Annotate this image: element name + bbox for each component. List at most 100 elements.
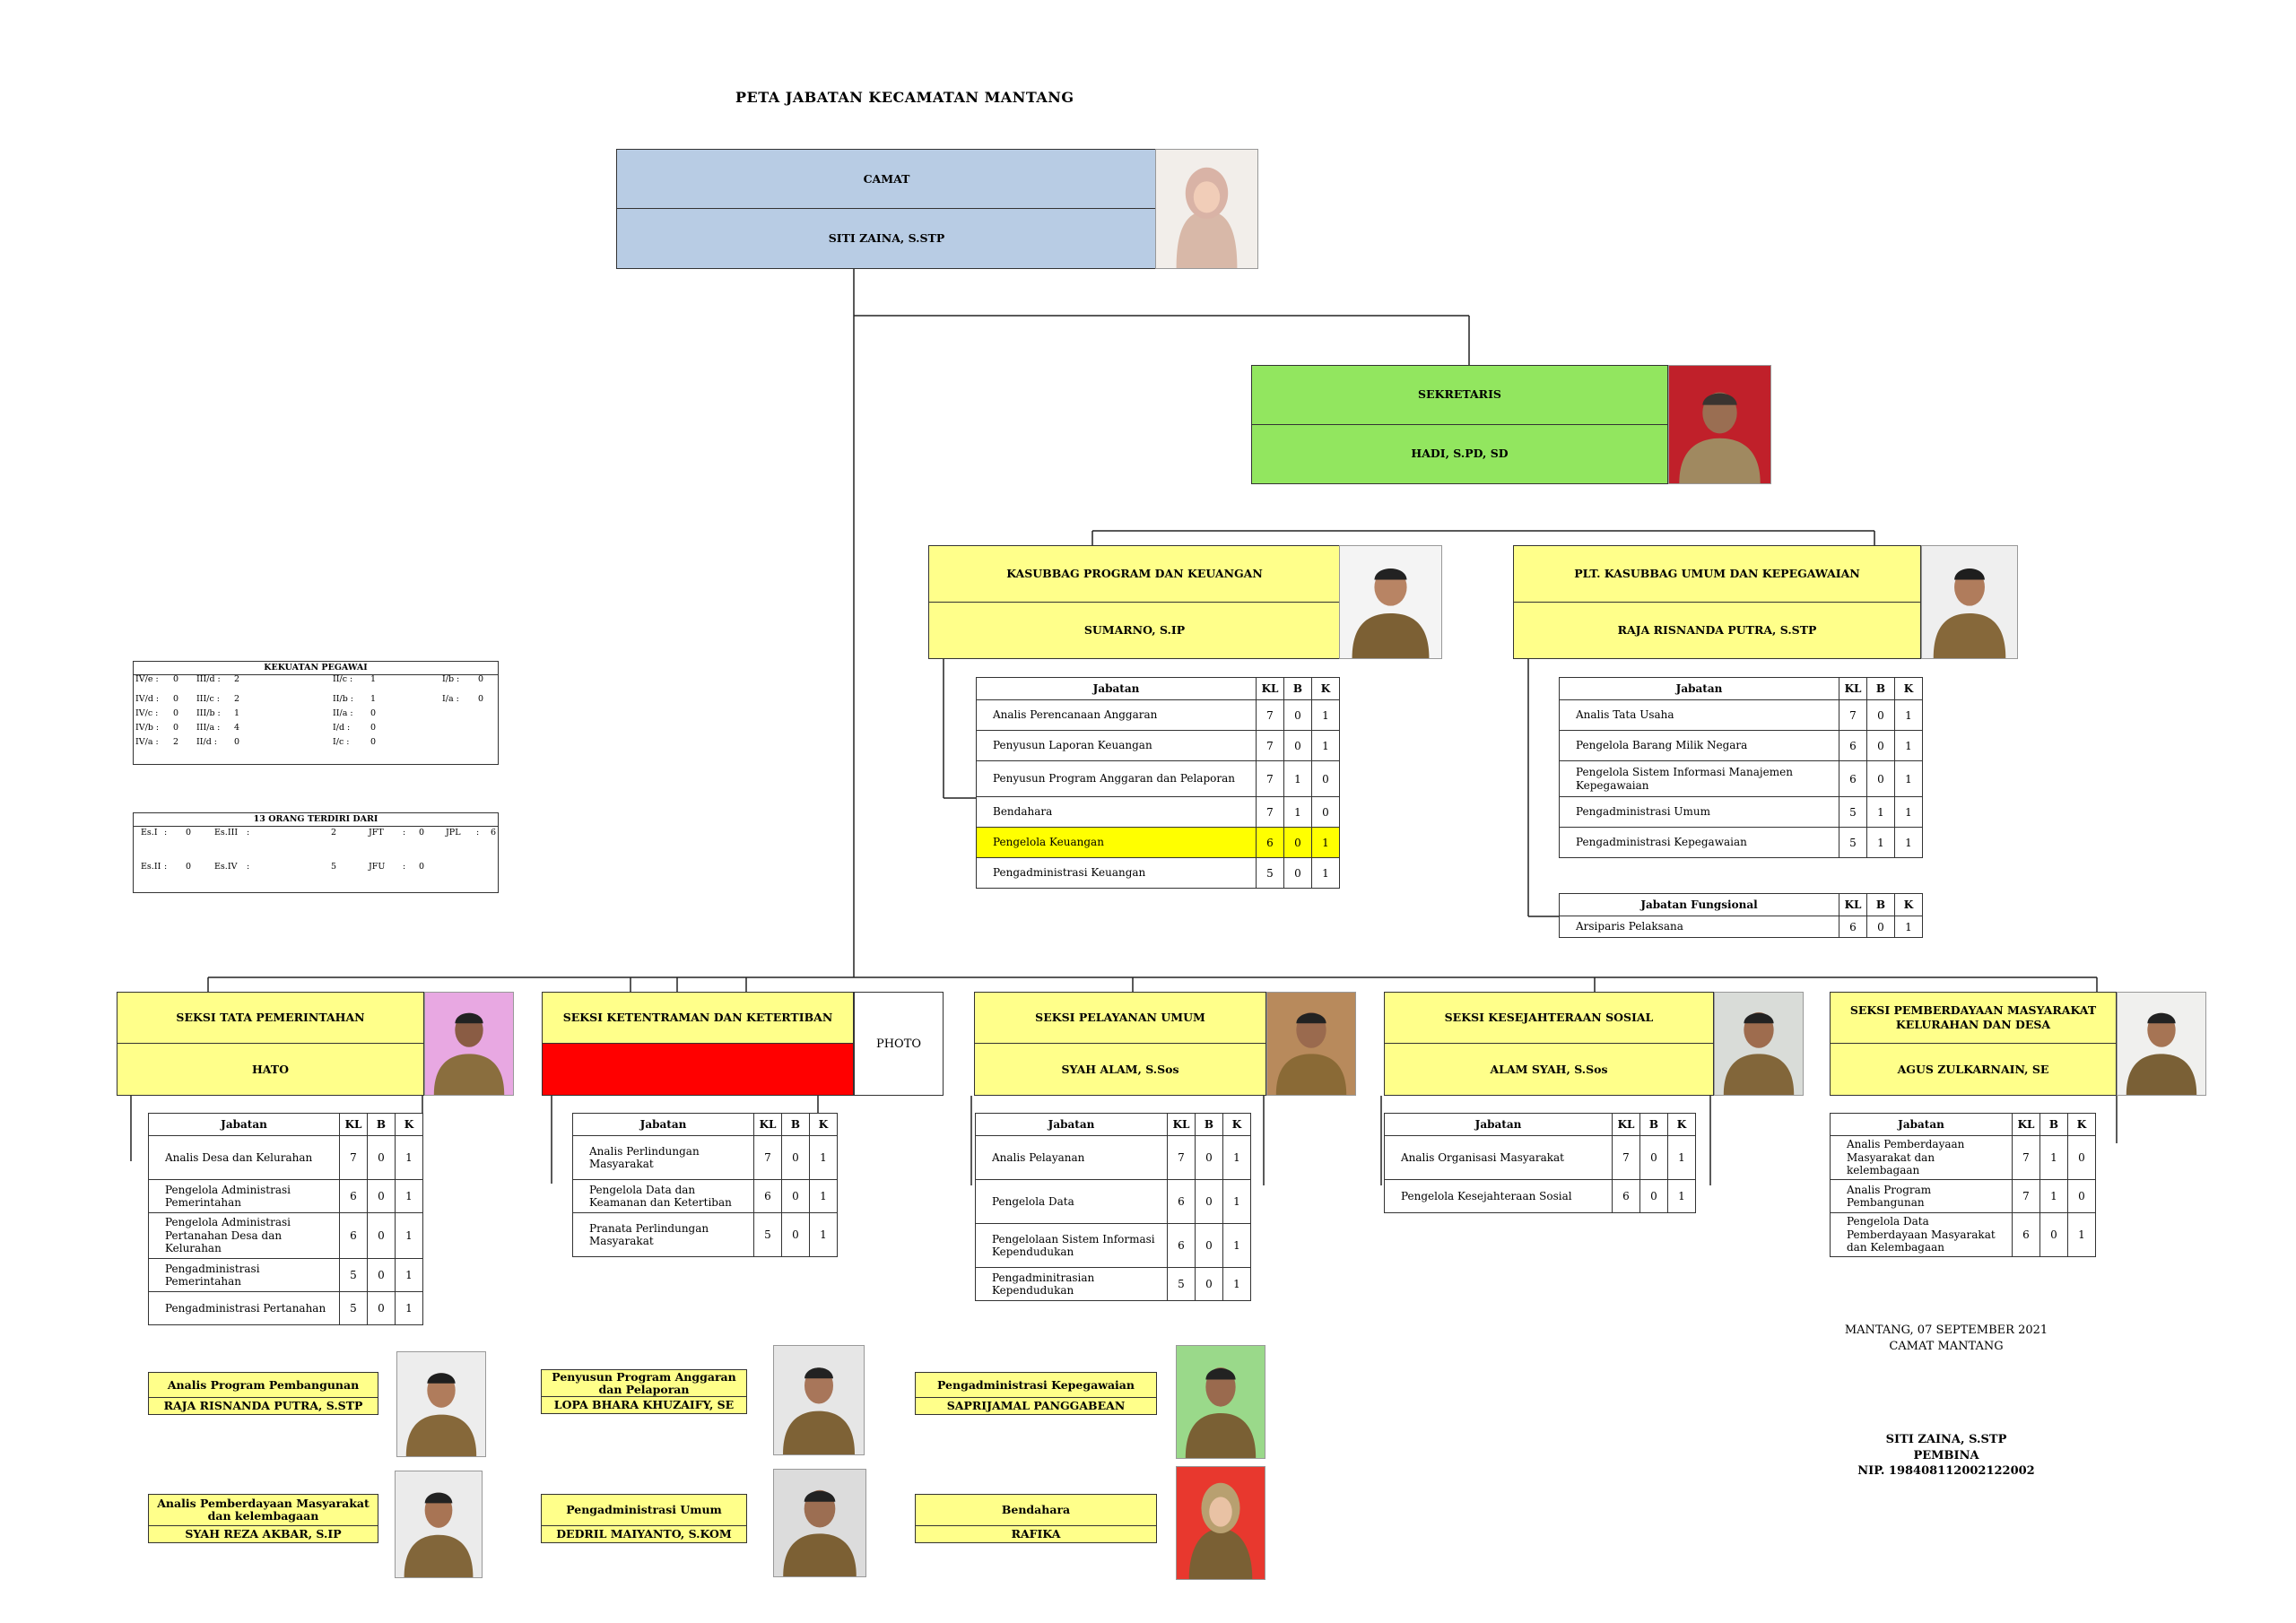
kasubbag-umum-jabatan: PLT. KASUBBAG UMUM DAN KEPEGAWAIAN <box>1514 546 1920 603</box>
cell-kl: 6 <box>2012 1212 2040 1257</box>
table-header-k: K <box>1894 677 1923 700</box>
seksi-tapem-nama: HATO <box>251 1062 289 1076</box>
cell-kl: 7 <box>339 1135 368 1180</box>
cell-jabatan: Analis Program Pembangunan <box>1830 1179 2013 1213</box>
kekuatan-item: I/d : <box>333 723 351 733</box>
cell-k: 1 <box>1222 1267 1251 1301</box>
staff-card-pengadministrasi-umum[interactable]: Pengadministrasi Umum DEDRIL MAIYANTO, S… <box>541 1494 747 1543</box>
seksi-pmd-box[interactable]: SEKSI PEMBERDAYAAN MASYARAKAT KELURAHAN … <box>1830 992 2117 1096</box>
staff-photo-analis-pemberdayaan <box>395 1471 483 1578</box>
staff-card-analis-pemberdayaan[interactable]: Analis Pemberdayaan Masyarakat dan kelem… <box>148 1494 378 1543</box>
cell-k: 1 <box>395 1179 423 1213</box>
table-header-jabatan: Jabatan <box>975 1113 1168 1136</box>
cell-kl: 6 <box>1839 916 1867 938</box>
staff-jabatan: Pengadministrasi Kepegawaian <box>916 1373 1156 1398</box>
staff-card-pengadministrasi-kepegawaian[interactable]: Pengadministrasi Kepegawaian SAPRIJAMAL … <box>915 1372 1157 1415</box>
camat-jabatan: CAMAT <box>617 150 1156 209</box>
staff-jabatan: Analis Pemberdayaan Masyarakat dan kelem… <box>149 1495 378 1526</box>
kasubbag-umum-box[interactable]: PLT. KASUBBAG UMUM DAN KEPEGAWAIAN RAJA … <box>1513 545 1921 659</box>
sekretaris-photo <box>1668 365 1771 484</box>
cell-kl: 7 <box>1256 730 1284 761</box>
table-header-kl: KL <box>1167 1113 1196 1136</box>
kasubbag-umum-nama: RAJA RISNANDA PUTRA, S.STP <box>1617 622 1817 637</box>
cell-jabatan: Pengelola Data dan Keamanan dan Ketertib… <box>572 1179 754 1213</box>
cell-jabatan: Pengadministrasi Keuangan <box>976 857 1257 889</box>
table-header-kl: KL <box>1612 1113 1640 1136</box>
cell-jabatan: Pengelolaan Sistem Informasi Kependuduka… <box>975 1223 1168 1268</box>
seksi-kesos-box[interactable]: SEKSI KESEJAHTERAAN SOSIAL ALAM SYAH, S.… <box>1384 992 1714 1096</box>
seksi-tapem-jabatan: SEKSI TATA PEMERINTAHAN <box>117 993 423 1044</box>
kekuatan-item: III/b : <box>196 708 221 718</box>
sekretaris-box[interactable]: SEKRETARIS HADI, S.PD, SD <box>1251 365 1668 484</box>
seksi-pelayanan-box[interactable]: SEKSI PELAYANAN UMUM SYAH ALAM, S.Sos <box>974 992 1266 1096</box>
terdiri-item: Es.I <box>141 828 158 838</box>
kekuatan-item: IV/a : <box>135 737 159 747</box>
page-title: PETA JABATAN KECAMATAN MANTANG <box>735 89 1074 106</box>
cell-k: 1 <box>395 1135 423 1180</box>
seksi-kesos-nama: ALAM SYAH, S.Sos <box>1490 1062 1608 1076</box>
seksi-pmd-nama: AGUS ZULKARNAIN, SE <box>1897 1062 2049 1076</box>
cell-b: 0 <box>1283 827 1312 858</box>
cell-jabatan: Pengelola Administrasi Pemerintahan <box>148 1179 340 1213</box>
staff-card-analis-program[interactable]: Analis Program Pembangunan RAJA RISNANDA… <box>148 1372 378 1415</box>
cell-kl: 7 <box>1167 1135 1196 1180</box>
cell-kl: 5 <box>1839 796 1867 828</box>
cell-kl: 6 <box>1839 760 1867 797</box>
signature-block: MANTANG, 07 SEPTEMBER 2021 CAMAT MANTANG <box>1812 1323 2081 1354</box>
cell-b: 0 <box>367 1258 396 1292</box>
staff-card-bendahara[interactable]: Bendahara RAFIKA <box>915 1494 1157 1543</box>
seksi-tapem-photo <box>424 992 514 1096</box>
table-header-k: K <box>1667 1113 1696 1136</box>
seksi-trantib-box[interactable]: SEKSI KETENTRAMAN DAN KETERTIBAN <box>542 992 854 1096</box>
table-header-k: K <box>1222 1113 1251 1136</box>
table-header-jabatan: Jabatan <box>1559 677 1839 700</box>
sekretaris-jabatan: SEKRETARIS <box>1252 366 1667 425</box>
cell-b: 0 <box>1195 1223 1223 1268</box>
kekuatan-item: 0 <box>173 708 179 718</box>
table-header-kl: KL <box>753 1113 782 1136</box>
staff-nama: SAPRIJAMAL PANGGABEAN <box>946 1399 1126 1413</box>
table-header-k: K <box>395 1113 423 1136</box>
camat-box[interactable]: CAMAT SITI ZAINA, S.STP <box>616 149 1157 269</box>
cell-k: 1 <box>1894 699 1923 731</box>
cell-b: 0 <box>1866 730 1895 761</box>
cell-jabatan: Bendahara <box>976 796 1257 828</box>
kekuatan-item: IV/c : <box>135 708 159 718</box>
terdiri-item: Es.II <box>141 862 161 872</box>
table-header-jabatan: Jabatan <box>976 677 1257 700</box>
kekuatan-item: II/d : <box>196 737 218 747</box>
kekuatan-item: 0 <box>370 723 377 733</box>
cell-jabatan: Pengelola Keuangan <box>976 827 1257 858</box>
staff-card-penyusun-program[interactable]: Penyusun Program Anggaran dan Pelaporan … <box>541 1369 747 1414</box>
cell-b: 0 <box>367 1179 396 1213</box>
cell-k: 1 <box>1894 760 1923 797</box>
cell-kl: 6 <box>1612 1179 1640 1213</box>
seksi-tapem-box[interactable]: SEKSI TATA PEMERINTAHAN HATO <box>117 992 424 1096</box>
cell-b: 0 <box>1639 1179 1668 1213</box>
cell-k: 1 <box>395 1258 423 1292</box>
cell-b: 0 <box>781 1135 810 1180</box>
kasubbag-program-box[interactable]: KASUBBAG PROGRAM DAN KEUANGAN SUMARNO, S… <box>928 545 1341 659</box>
cell-k: 1 <box>2067 1212 2096 1257</box>
cell-b: 0 <box>1866 760 1895 797</box>
cell-kl: 5 <box>1167 1267 1196 1301</box>
cell-jabatan: Pengelola Administrasi Pertanahan Desa d… <box>148 1212 340 1259</box>
terdiri-item: : <box>403 862 406 872</box>
terdiri-item: 0 <box>419 828 425 838</box>
cell-jabatan: Pengelola Sistem Informasi Manajemen Kep… <box>1559 760 1839 797</box>
